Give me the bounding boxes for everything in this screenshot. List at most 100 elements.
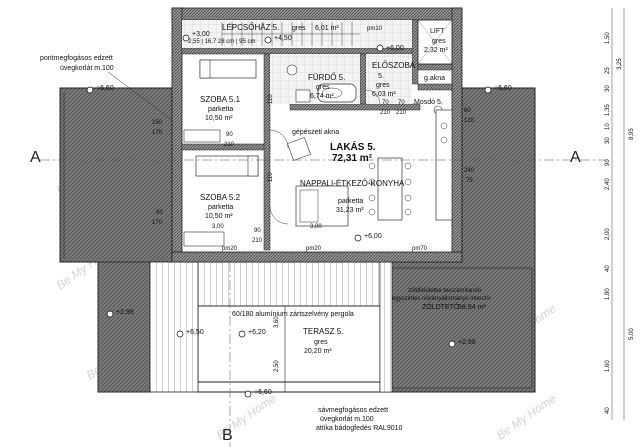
room-floor: gres — [292, 25, 306, 32]
stair-dims: 2,55 | 16,7 28 cm | 95 cm — [188, 39, 256, 45]
note-line: attika bádogfedés RAL9010 — [316, 425, 403, 432]
opening-height: 170 — [152, 130, 163, 136]
room-floor: parketta — [208, 204, 233, 211]
right-green-roof — [379, 87, 536, 393]
room-name: FÜRDŐ 5. — [308, 73, 345, 82]
lift-shaft — [417, 19, 453, 65]
hall-floor — [366, 54, 412, 104]
opening-height: 170 — [152, 220, 163, 226]
opening-height: 75 — [466, 178, 473, 184]
green-roof-note: zöldfelületbe beszámítandó egyszintes nö… — [392, 288, 491, 311]
opening-width: 90 — [226, 132, 233, 138]
opening-height: 210 — [396, 110, 407, 116]
section-a-left: A — [30, 149, 41, 166]
room-lift: LIFT gres 2,32 m² — [424, 28, 448, 54]
pm-label: pm70 — [412, 246, 428, 252]
room-name: LIFT — [430, 28, 445, 35]
opening-height: 210 — [252, 238, 263, 244]
opening-width: 2,50 — [274, 360, 280, 372]
staircase — [221, 22, 360, 46]
room-name: SZOBA 5.2 — [200, 193, 241, 202]
furniture — [183, 59, 453, 247]
elevation: +6,00 — [386, 45, 404, 52]
section-a-right: A — [570, 149, 581, 166]
room-name: NAPPALI-ÉTKEZŐ-KONYHA — [300, 179, 405, 188]
pm-label: pm20 — [222, 246, 238, 252]
opening-width: 240 — [464, 168, 475, 174]
room-szoba1: SZOBA 5.1 parketta 10,50 m² — [200, 95, 241, 122]
room-eloszoba: ELŐSZOBA 5. gres 6,03 m² — [372, 61, 416, 98]
dimension-chain — [611, 8, 625, 420]
room-terasz: TERASZ 5. gres 20,20 m² — [303, 327, 343, 355]
elevation: +6,60 — [254, 389, 272, 396]
opening-width: 110 — [268, 94, 274, 104]
apartment-area: 72,31 m² — [332, 153, 373, 164]
room-name: ELŐSZOBA — [372, 61, 416, 70]
opening-height: 120 — [464, 118, 475, 124]
room-floor: gres — [316, 84, 330, 91]
pm-label: pm10 — [367, 26, 383, 32]
room-name: TERASZ 5. — [303, 327, 343, 336]
dim-label: 8,95 — [629, 128, 635, 140]
elevation: +4,50 — [274, 35, 292, 42]
elevation: +6,00 — [364, 233, 382, 240]
opening-labels: 150 170 60 170 90 210 90 210 70 210 70 2… — [152, 26, 475, 372]
note-line: zöldfelületbe beszámítandó — [408, 288, 482, 294]
room-name: SZOBA 5.1 — [200, 95, 241, 104]
dim-label: 1,60 — [605, 360, 611, 372]
label-mosdo: Mosdó 5. — [414, 99, 443, 106]
dim-label: 3,25 — [617, 58, 623, 70]
room-szoba2: SZOBA 5.2 parketta 10,50 m² — [200, 193, 241, 220]
opening-width: 110 — [268, 172, 274, 182]
dim-label: 40 — [605, 407, 611, 414]
dim-label: 2,40 — [605, 178, 611, 190]
opening-height: 210 — [224, 142, 235, 148]
dim-label: 10 — [605, 123, 611, 130]
opening-width: 70 — [382, 100, 389, 106]
room-area: 10,50 m² — [205, 115, 233, 122]
room-floor: gres — [314, 339, 328, 346]
room-area: 10,50 m² — [205, 213, 233, 220]
elevation: +6,50 — [186, 329, 204, 336]
section-b: B — [222, 427, 233, 444]
elevation: +6,20 — [248, 329, 266, 336]
opening-height: 210 — [380, 110, 391, 116]
note-line: pontmegfogásos edzett — [40, 55, 113, 62]
opening-width: 60 — [464, 108, 471, 114]
elevation-markers: +3,00 +4,50 +6,00 +6,60 +6,60 +6,00 +2,9… — [86, 31, 512, 398]
note-line: 60/180 alumínium zártszelvény pergola — [232, 311, 354, 318]
room-area: 6,74 m² — [310, 93, 334, 100]
room-area: 31,23 m² — [336, 207, 364, 214]
room-furdo: FÜRDŐ 5. gres 6,74 m² — [308, 73, 345, 100]
room-lepcsohaz: LÉPCSŐHÁZ 5. gres 6,01 m² 2,55 | 16,7 28… — [188, 23, 339, 45]
room-floor: gres — [376, 82, 390, 89]
dim-label: 30 — [605, 85, 611, 92]
elevation: +6,60 — [494, 85, 512, 92]
pm-label: pm20 — [306, 246, 322, 252]
opening-width: 70 — [398, 100, 405, 106]
section-markers: A A B — [30, 149, 610, 447]
door-swings — [269, 89, 381, 225]
elevation: +3,00 — [192, 31, 210, 38]
opening-width: 3,00 — [212, 224, 224, 230]
opening-width: 150 — [152, 120, 163, 126]
room-name: LÉPCSŐHÁZ 5. — [222, 23, 279, 32]
note-line: üvegkorlát m.100 — [320, 416, 374, 423]
annotation-notes: pontmegfogásos edzett üvegkorlát m.100 6… — [40, 55, 403, 432]
room-num: 5. — [378, 73, 384, 80]
apartment-name: LAKÁS 5. — [330, 140, 376, 153]
green-roof-area: 58,94 m² — [458, 304, 486, 311]
dim-label: 5,00 — [629, 328, 635, 340]
opening-width: 3,60 — [274, 316, 280, 328]
elevation: +2,98 — [116, 309, 134, 316]
dim-label: 1,50 — [605, 32, 611, 44]
room-area: 20,20 m² — [304, 348, 332, 355]
dimension-labels: 1,50 3,25 25 30 1,35 10 30 90 8,95 2,00 … — [605, 32, 635, 414]
label-g-akna: g.akna — [424, 75, 445, 82]
green-roof-name: ZÖLDTETŐ — [422, 302, 460, 311]
room-nappali: NAPPALI-ÉTKEZŐ-KONYHA parketta 31,23 m² — [300, 179, 405, 214]
room-floor: parketta — [338, 198, 363, 205]
apartment-label: LAKÁS 5. 72,31 m² — [330, 140, 376, 164]
note-line: egyszintes növényállományú intenzív — [392, 296, 491, 302]
